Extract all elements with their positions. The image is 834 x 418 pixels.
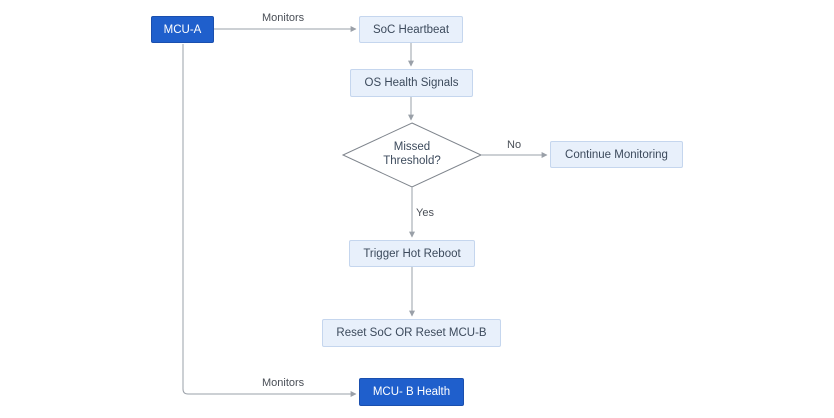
node-mcu-a: MCU-A xyxy=(151,16,214,43)
node-trigger-hot-reboot: Trigger Hot Reboot xyxy=(349,240,475,267)
decision-label-line-1: Missed xyxy=(393,141,431,153)
edge-label-yes: Yes xyxy=(416,207,434,219)
decision-label-line-2: Threshold? xyxy=(383,155,441,167)
node-mcu-b-health: MCU- B Health xyxy=(359,378,464,406)
decision-label: Missed Threshold? xyxy=(343,140,481,168)
edge-label-monitors-top: Monitors xyxy=(262,12,305,24)
edge-label-monitors-bottom: Monitors xyxy=(262,377,305,389)
node-continue-monitoring: Continue Monitoring xyxy=(550,141,683,168)
node-os-health-signals: OS Health Signals xyxy=(350,69,473,97)
node-reset: Reset SoC OR Reset MCU-B xyxy=(322,319,501,347)
node-soc-heartbeat: SoC Heartbeat xyxy=(359,16,463,43)
edge-label-no: No xyxy=(507,139,522,151)
edge-mcu-a-to-mcu-b-health xyxy=(182,44,357,397)
